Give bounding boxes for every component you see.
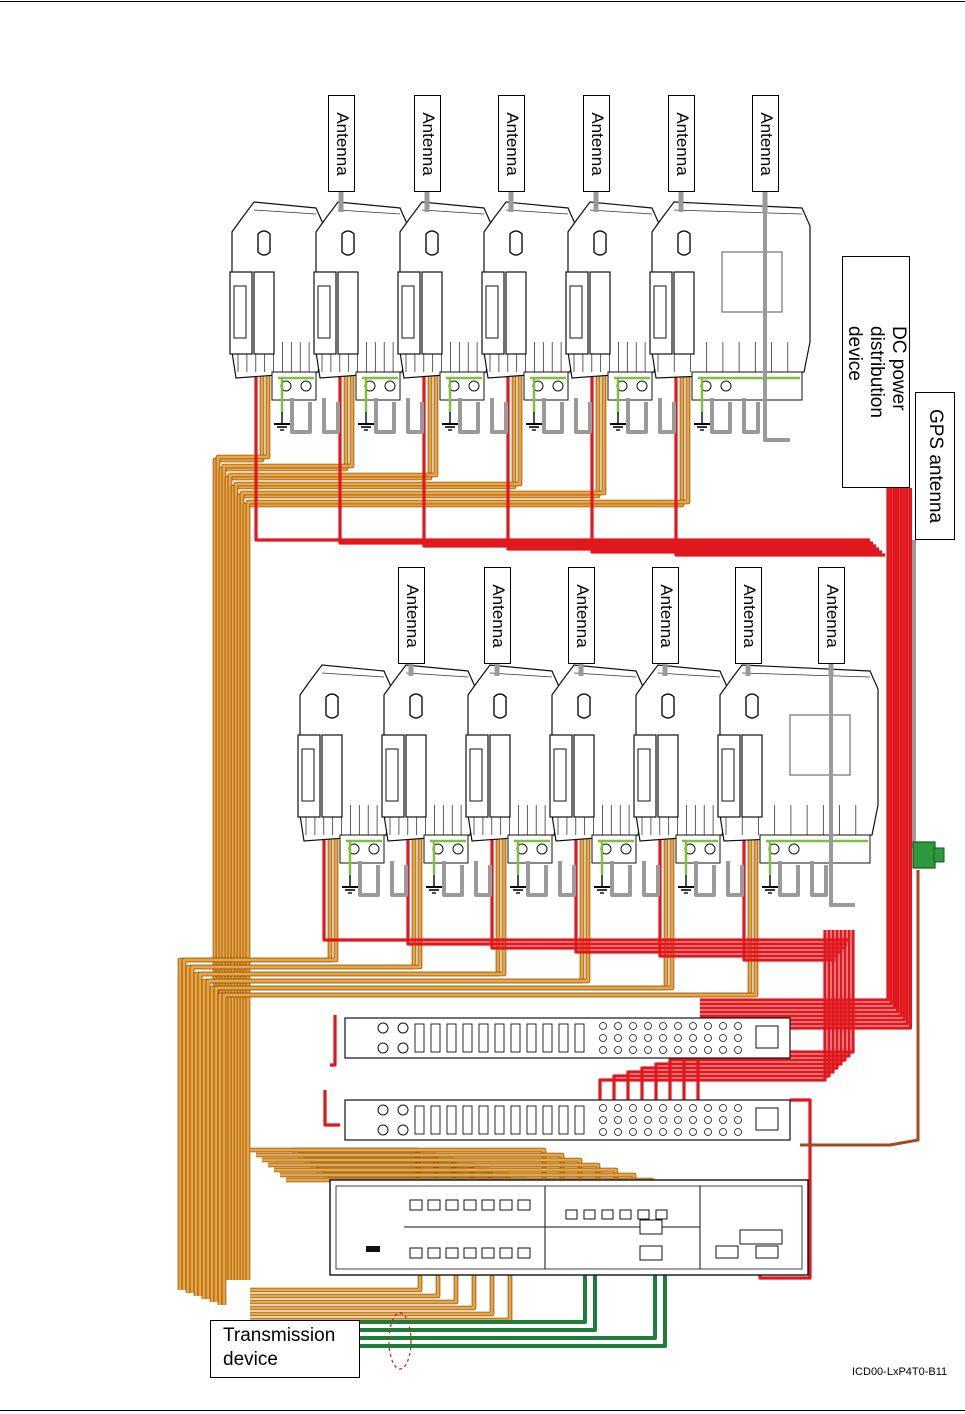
antenna-jumper: [360, 861, 378, 895]
gps-antenna-label: GPS antenna: [915, 392, 955, 540]
antenna-jumper: [644, 861, 658, 895]
antenna-label-bottom-5: Antenna: [735, 567, 762, 664]
antenna-label-top-1: Antenna: [328, 95, 355, 192]
cabinet-equipment: [330, 1018, 808, 1275]
gps-surge-protector: [913, 842, 935, 868]
antenna-label-top-5: Antenna: [668, 95, 695, 192]
antenna-label-bottom-6: Antenna: [818, 567, 845, 664]
rru-port-cover: [322, 735, 342, 817]
rru-port-cover: [674, 272, 694, 354]
figure-id: ICD00-LxP4T0-B11: [852, 1366, 947, 1378]
antenna-jumper: [460, 398, 478, 432]
rru-port-cover: [406, 735, 426, 817]
antenna-jumper: [492, 398, 506, 432]
antenna-jumper: [444, 861, 462, 895]
bbu-chassis: [330, 1180, 808, 1275]
antenna-jumper: [712, 398, 730, 432]
rru-row-bottom-unit-6: [718, 665, 878, 895]
antenna-jumper: [408, 398, 422, 432]
rru-port-cover: [254, 272, 274, 354]
antenna-jumper: [728, 861, 742, 895]
dc-power-distribution-label: DC power distribution device: [842, 256, 910, 488]
rru-port-cover: [658, 735, 678, 817]
antenna-jumper: [544, 398, 562, 432]
rru-port-cover: [490, 735, 510, 817]
antenna-label-bottom-4: Antenna: [652, 567, 679, 664]
rru-port-cover: [422, 272, 442, 354]
antenna-jumper: [476, 861, 490, 895]
antenna-jumper: [812, 861, 826, 895]
antenna-label-bottom-3: Antenna: [568, 567, 595, 664]
rru-port-cover: [590, 272, 610, 354]
antenna-jumper: [376, 398, 394, 432]
antenna-jumper: [292, 398, 310, 432]
rru-port-cover: [742, 735, 762, 817]
antenna-label-top-3: Antenna: [498, 95, 525, 192]
transmission-device-label: Transmission device: [210, 1320, 360, 1378]
antenna-jumper: [660, 398, 674, 432]
antenna-label-bottom-2: Antenna: [484, 567, 511, 664]
rru-port-cover: [338, 272, 358, 354]
antenna-jumper: [560, 861, 574, 895]
antenna-jumper: [612, 861, 630, 895]
antenna-jumper: [528, 861, 546, 895]
dc-distribution-unit-2: [345, 1100, 790, 1140]
antenna-jumper: [576, 398, 590, 432]
antenna-jumper: [696, 861, 714, 895]
rru-port-cover: [506, 272, 526, 354]
antenna-jumper: [392, 861, 406, 895]
antenna-jumper: [744, 398, 758, 432]
rru-port-cover: [574, 735, 594, 817]
antenna-label-top-2: Antenna: [414, 95, 441, 192]
antenna-label-bottom-1: Antenna: [398, 567, 425, 664]
rru-row-top-unit-6: [650, 202, 810, 432]
antenna-label-top-6: Antenna: [752, 95, 779, 192]
antenna-jumper: [628, 398, 646, 432]
dc-distribution-unit-1: [345, 1018, 790, 1058]
antenna-jumper: [780, 861, 798, 895]
antenna-label-top-4: Antenna: [583, 95, 610, 192]
antenna-jumper: [324, 398, 338, 432]
